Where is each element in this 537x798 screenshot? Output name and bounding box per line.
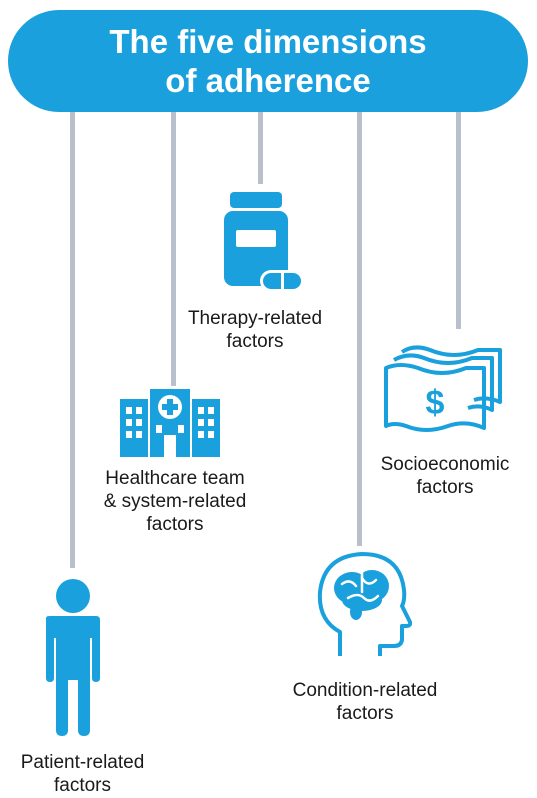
label-healthcare: Healthcare team & system-related factors xyxy=(80,467,270,536)
label-healthcare-line-2: & system-related xyxy=(103,491,247,512)
connector-condition xyxy=(357,112,362,546)
label-healthcare-line-3: factors xyxy=(146,514,204,535)
person-icon xyxy=(46,579,100,736)
connector-healthcare xyxy=(171,112,176,386)
diagram-title: The five dimensions of adherence xyxy=(78,22,458,100)
label-patient-line-2: factors xyxy=(53,775,112,796)
svg-text:$: $ xyxy=(426,384,445,422)
label-healthcare-line-1: Healthcare team xyxy=(105,468,245,489)
hospital-icon xyxy=(120,389,220,457)
title-line-1: The five dimensions xyxy=(109,23,427,60)
label-socioeconomic: Socioeconomic factors xyxy=(360,453,530,499)
medicine-bottle-icon xyxy=(224,192,304,292)
connector-therapy xyxy=(258,112,263,184)
label-patient: Patient-related factors xyxy=(0,751,165,797)
connector-patient xyxy=(70,112,75,568)
label-condition-line-2: factors xyxy=(336,703,394,724)
money-icon: $ xyxy=(384,345,502,432)
label-therapy-line-1: Therapy-related xyxy=(187,308,323,329)
connector-socioeconomic xyxy=(456,112,461,329)
label-condition-line-1: Condition-related xyxy=(292,680,438,701)
label-therapy-line-2: factors xyxy=(226,331,284,352)
label-socioeconomic-line-2: factors xyxy=(416,477,474,498)
title-banner: The five dimensions of adherence xyxy=(8,10,528,112)
brain-head-icon xyxy=(317,552,412,656)
title-line-2: of adherence xyxy=(165,62,371,99)
label-socioeconomic-line-1: Socioeconomic xyxy=(380,454,510,475)
label-therapy: Therapy-related factors xyxy=(170,307,340,353)
label-patient-line-1: Patient-related xyxy=(20,752,145,773)
label-condition: Condition-related factors xyxy=(270,679,460,725)
